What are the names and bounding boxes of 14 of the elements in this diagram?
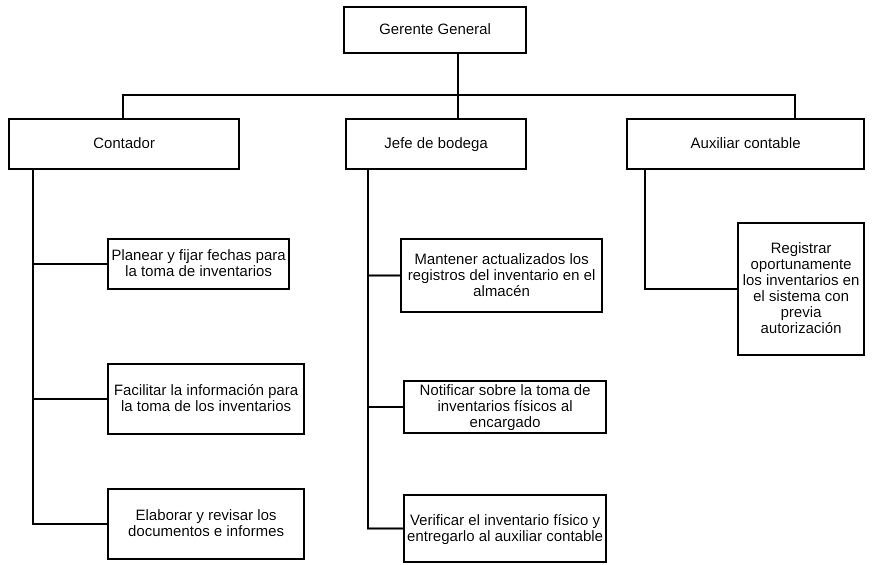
org-box: Contador bbox=[8, 118, 240, 170]
org-box: Notificar sobre la toma de inventarios físicos al encargado bbox=[403, 380, 607, 434]
org-box: Planear y fijar fechas para la toma de inventarios bbox=[107, 238, 290, 290]
connector-line bbox=[367, 170, 403, 530]
org-box: Auxiliar contable bbox=[626, 118, 865, 170]
connector-line bbox=[457, 54, 796, 118]
org-box: Elaborar y revisar los documentos e informes bbox=[107, 488, 305, 560]
connector-line bbox=[644, 170, 737, 290]
org-box: Mantener actualizados los registros del inventario en el almacén bbox=[400, 238, 603, 313]
org-box: Verificar el inventario físico y entregarlo al auxiliar contable bbox=[403, 494, 607, 563]
org-box: Jefe de bodega bbox=[345, 118, 527, 170]
org-box: Registrar oportunamente los inventarios en el sistema con previa autorización bbox=[737, 222, 865, 356]
org-box: Gerente General bbox=[343, 6, 527, 54]
org-box: Facilitar la información para la toma de los inventarios bbox=[107, 363, 305, 435]
